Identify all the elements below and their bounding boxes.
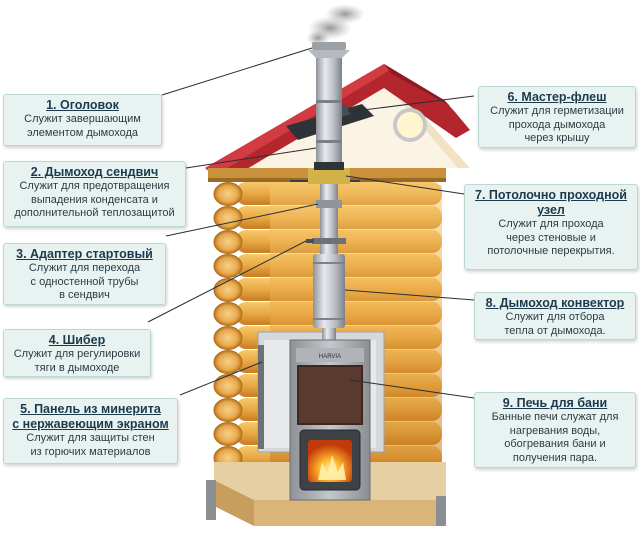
- callout-description: Служит для перехода с одностенной трубы …: [28, 262, 141, 301]
- chimney-pipe: [306, 42, 350, 342]
- callout-description: Служит завершающим элементом дымохода: [24, 113, 141, 139]
- callout-description: Служит для отбора тепла от дымохода.: [504, 311, 606, 337]
- callout-title: 7. Потолочно проходной узел: [475, 188, 627, 217]
- callout-description: Банные печи служат для нагревания воды, …: [491, 411, 619, 464]
- smoke: [306, 4, 365, 46]
- log-end: [213, 254, 243, 278]
- callout-start-adapter: 3. Адаптер стартовый Служит для перехода…: [3, 243, 166, 305]
- callout-mineral-panel: 5. Панель из минерита с нержавеющим экра…: [3, 398, 178, 464]
- roof: [205, 64, 470, 180]
- callout-title: 3. Адаптер стартовый: [16, 247, 153, 261]
- callout-title: 5. Панель из минерита с нержавеющим экра…: [12, 402, 169, 431]
- callout-damper: 4. Шибер Служит для регулировки тяги в д…: [3, 329, 151, 377]
- sauna-stove: HARVIA: [289, 339, 371, 501]
- log-end: [213, 422, 243, 446]
- stove-brand: HARVIA: [319, 354, 341, 360]
- callout-ceiling-passthrough: 7. Потолочно проходной узел Служит для п…: [464, 184, 638, 270]
- log-end: [213, 350, 243, 374]
- callout-sandwich-chimney: 2. Дымоход сендвич Служит для предотвращ…: [3, 161, 186, 227]
- callout-title: 1. Оголовок: [46, 98, 119, 112]
- callout-description: Служит для регулировки тяги в дымоходе: [13, 348, 141, 374]
- callout-description: Служит для защиты стен из горючих матери…: [26, 432, 155, 458]
- leader-lines: [147, 47, 475, 399]
- log-end: [213, 398, 243, 422]
- log-end: [213, 326, 243, 350]
- log-end: [213, 302, 243, 326]
- log-end: [213, 206, 243, 230]
- callout-title: 4. Шибер: [48, 333, 106, 347]
- callout-title: 6. Мастер-флеш: [507, 90, 607, 104]
- callout-chimney-cap: 1. Оголовок Служит завершающим элементом…: [3, 94, 162, 146]
- callout-sauna-stove: 9. Печь для бани Банные печи служат для …: [474, 392, 636, 468]
- callout-description: Служит для предотвращения выпадения конд…: [14, 180, 175, 219]
- callout-convector-chimney: 8. Дымоход конвектор Служит для отбора т…: [474, 292, 636, 340]
- log-end: [213, 278, 243, 302]
- callout-title: 8. Дымоход конвектор: [485, 296, 625, 310]
- log-end: [213, 230, 243, 254]
- callout-title: 9. Печь для бани: [502, 396, 608, 410]
- log-end: [213, 182, 243, 206]
- callout-description: Служит для герметизации прохода дымохода…: [490, 105, 624, 144]
- callout-title: 2. Дымоход сендвич: [30, 165, 159, 179]
- callout-description: Служит для прохода через стеновые и пото…: [487, 218, 615, 257]
- log-end: [213, 374, 243, 398]
- callout-master-flash: 6. Мастер-флеш Служит для герметизации п…: [478, 86, 636, 148]
